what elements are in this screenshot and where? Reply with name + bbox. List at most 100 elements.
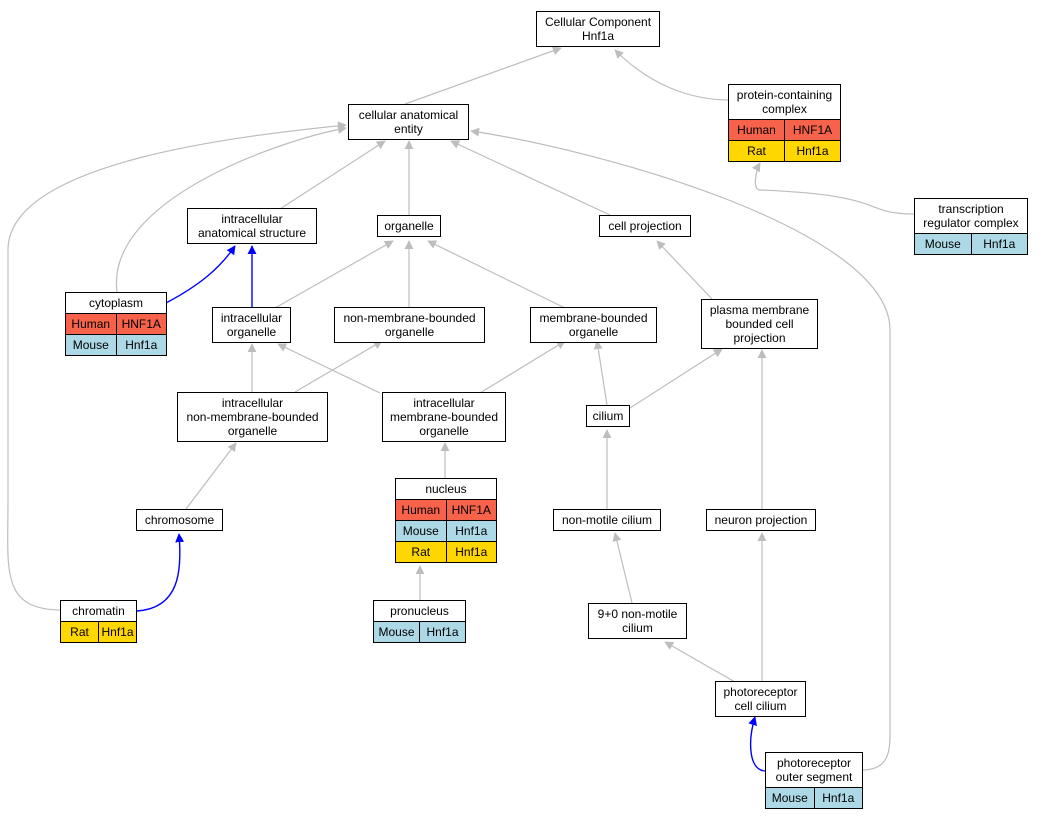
species-name: Mouse	[924, 237, 961, 251]
node-label: cytoplasm	[65, 292, 167, 314]
species-name: Human	[401, 503, 441, 517]
node-label: protein-containing complex	[728, 84, 841, 120]
node-label: chromatin	[60, 600, 137, 622]
species-row-rat: Rat Hnf1a	[395, 542, 497, 563]
node-nproj[interactable]: neuron projection	[706, 509, 816, 531]
edge-cae-root	[404, 46, 562, 105]
edge-cilium-mbo	[593, 340, 608, 406]
node-cae[interactable]: cellular anatomical entity	[348, 104, 469, 140]
node-chromosome[interactable]: chromosome	[136, 509, 223, 531]
species-name: Mouse	[402, 524, 439, 538]
edge-chromatin-cae	[7, 121, 347, 611]
edge-chromatin-chromosome	[136, 533, 185, 612]
node-pmbcp[interactable]: plasma membrane bounded cell projection	[701, 299, 818, 349]
node-label: neuron projection	[706, 509, 816, 531]
species-row-human: Human HNF1A	[65, 314, 167, 335]
node-label: 9+0 non-motile cilium	[588, 603, 687, 639]
node-label: cellular anatomical entity	[348, 104, 469, 140]
node-label: plasma membrane bounded cell projection	[701, 299, 818, 349]
edge-cproj-cae	[450, 140, 611, 216]
species-row-human: Human HNF1A	[728, 120, 841, 141]
node-label: nucleus	[395, 478, 497, 500]
node-label: chromosome	[136, 509, 223, 531]
edge-pmbcp-cproj	[656, 240, 713, 300]
edge-inmbo-nmbo	[294, 340, 383, 393]
edge-chromosome-inmbo	[185, 442, 237, 510]
node-label: cilium	[586, 405, 630, 427]
node-root[interactable]: Cellular Component Hnf1a	[536, 11, 660, 47]
gene-symbol: HNF1A	[784, 120, 840, 140]
node-label: cell projection	[599, 215, 691, 237]
species-name: Human	[71, 317, 111, 331]
species-name: Mouse	[378, 625, 415, 639]
edge-pcc-root	[614, 49, 731, 101]
edge-pos-cae	[470, 127, 891, 771]
edge-ias-cae	[279, 140, 386, 210]
gene-symbol: Hnf1a	[419, 622, 465, 642]
species-row-human: Human HNF1A	[395, 500, 497, 521]
species-row-rat: Rat Hnf1a	[60, 622, 137, 643]
gene-symbol: HNF1A	[115, 314, 167, 334]
node-label: photoreceptor outer segment	[765, 752, 863, 788]
node-nmcil[interactable]: non-motile cilium	[553, 509, 661, 531]
node-label: transcription regulator complex	[914, 198, 1028, 234]
node-label: intracellular membrane-bounded organelle	[382, 392, 506, 442]
node-label: organelle	[377, 215, 441, 237]
node-iorg[interactable]: intracellular organelle	[212, 307, 291, 343]
node-pcc2[interactable]: photoreceptor cell cilium	[715, 681, 806, 717]
node-label: intracellular non-membrane-bounded organ…	[177, 392, 328, 442]
node-imbo[interactable]: intracellular membrane-bounded organelle	[382, 392, 506, 442]
edge-iorg-org	[274, 240, 394, 309]
species-row-mouse: Mouse Hnf1a	[914, 234, 1028, 255]
edge-cilium-pmbcp	[629, 348, 723, 409]
species-name: Mouse	[72, 338, 109, 352]
node-label: intracellular organelle	[212, 307, 291, 343]
node-label: membrane-bounded organelle	[530, 307, 657, 343]
edge-pos-pcc2	[748, 716, 767, 772]
node-nmc90[interactable]: 9+0 non-motile cilium	[588, 603, 687, 639]
node-label: intracellular anatomical structure	[187, 208, 317, 244]
edge-nmc90-nmcil	[612, 532, 633, 604]
edge-imbo-iorg	[277, 343, 381, 394]
edge-mbo-org	[427, 240, 566, 309]
node-cilium[interactable]: cilium	[586, 405, 630, 427]
node-org[interactable]: organelle	[377, 215, 441, 237]
node-ias[interactable]: intracellular anatomical structure	[187, 208, 317, 244]
gene-symbol: Hnf1a	[445, 521, 497, 541]
gene-symbol: Hnf1a	[98, 622, 136, 642]
node-label: non-motile cilium	[553, 509, 661, 531]
edge-cyto-ias	[165, 245, 236, 304]
gene-symbol: HNF1A	[445, 500, 497, 520]
node-label: Cellular Component Hnf1a	[536, 11, 660, 47]
node-label: non-membrane-bounded organelle	[334, 307, 485, 343]
species-name: Rat	[747, 144, 766, 158]
edge-trc-pcc	[752, 162, 916, 215]
species-name: Mouse	[771, 791, 808, 805]
species-row-mouse: Mouse Hnf1a	[373, 622, 466, 643]
node-mbo[interactable]: membrane-bounded organelle	[530, 307, 657, 343]
edge-pcc2-nmc90	[664, 641, 736, 683]
species-name: Rat	[411, 545, 431, 559]
species-name: Rat	[70, 625, 89, 639]
gene-symbol: Hnf1a	[970, 234, 1028, 254]
edge-cyto-cae	[116, 125, 347, 293]
gene-symbol: Hnf1a	[445, 542, 497, 562]
species-name: Human	[737, 123, 776, 137]
node-label: pronucleus	[373, 600, 466, 622]
species-row-mouse: Mouse Hnf1a	[395, 521, 497, 542]
node-cproj[interactable]: cell projection	[599, 215, 691, 237]
node-nmbo[interactable]: non-membrane-bounded organelle	[334, 307, 485, 343]
node-inmbo[interactable]: intracellular non-membrane-bounded organ…	[177, 392, 328, 442]
node-label: photoreceptor cell cilium	[715, 681, 806, 717]
